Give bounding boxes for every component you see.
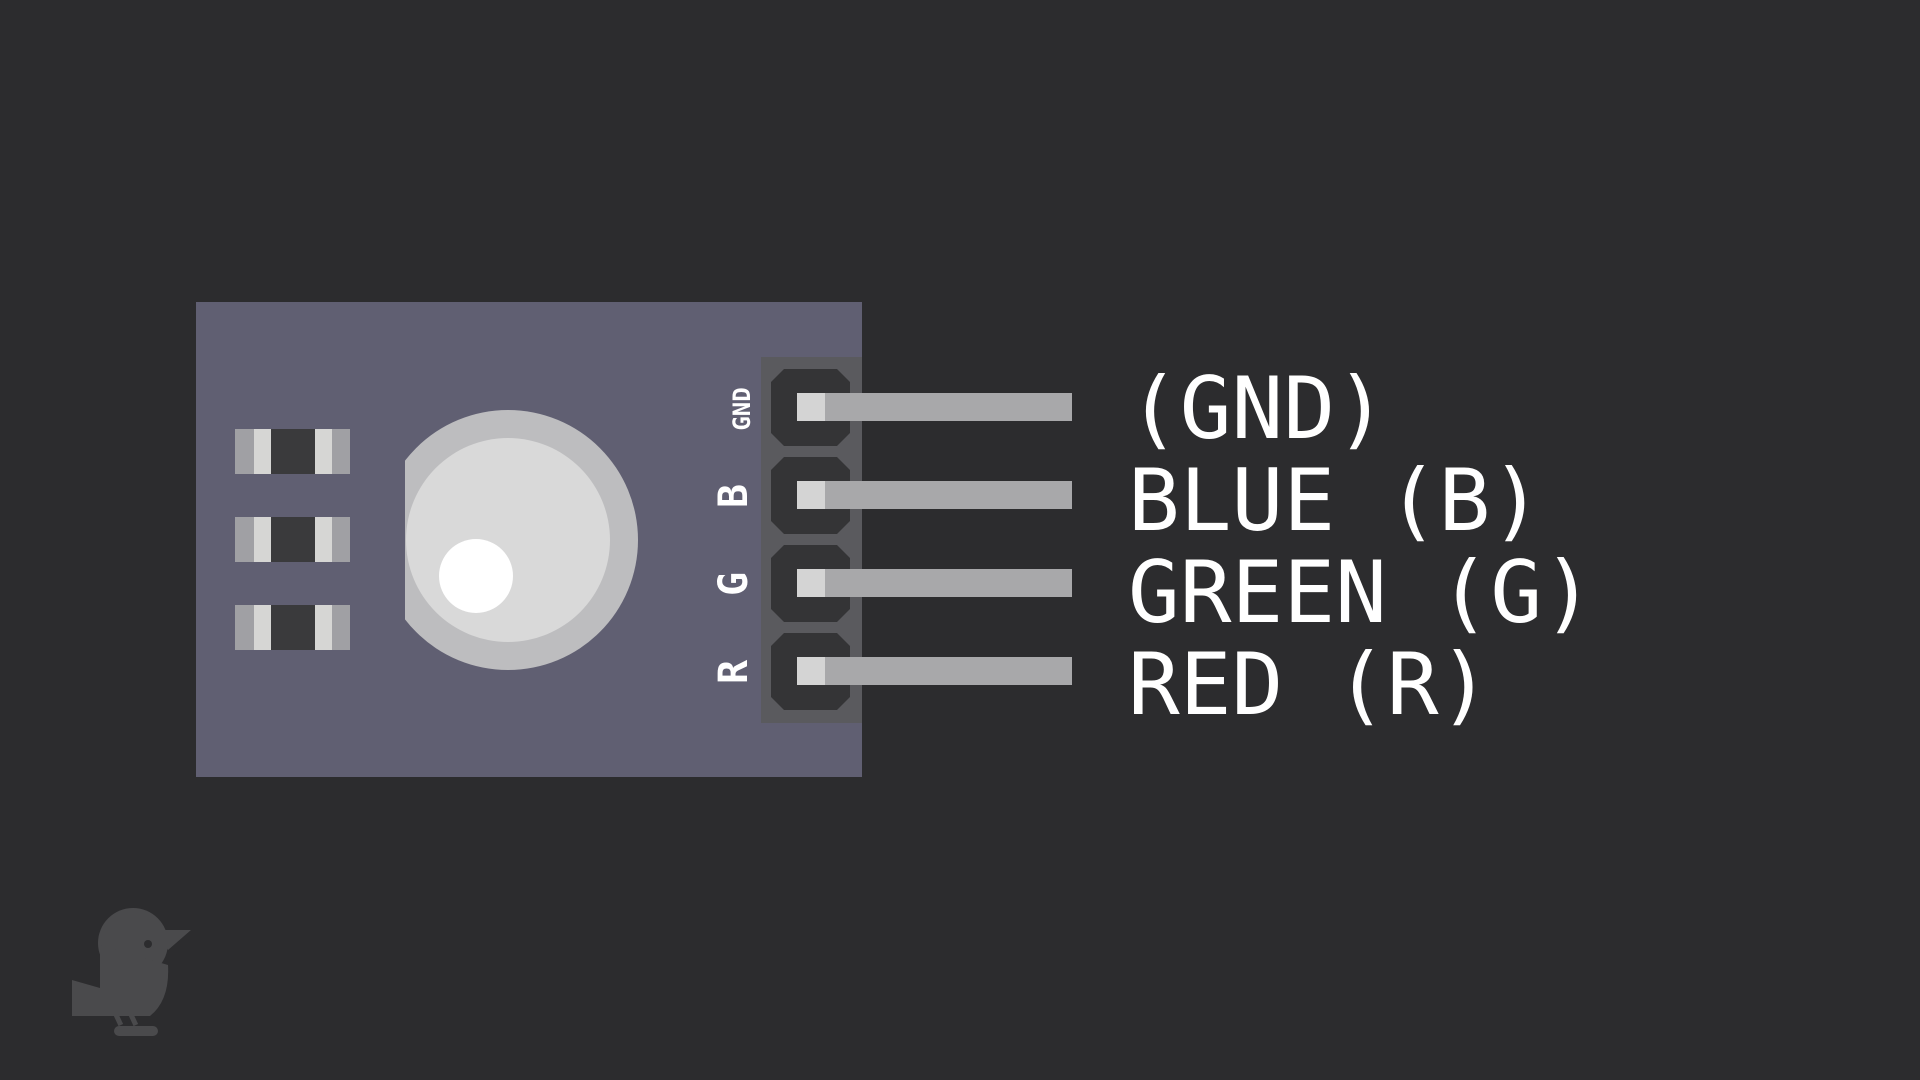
pin-label-green: GREEN (G) bbox=[1128, 543, 1594, 643]
resistor-1 bbox=[235, 429, 350, 474]
silkscreen-b: B bbox=[711, 484, 757, 508]
resistor-2 bbox=[235, 517, 350, 562]
silkscreen-r: R bbox=[711, 659, 757, 684]
pin-red bbox=[797, 657, 1072, 685]
pin-blue bbox=[797, 481, 1072, 509]
resistor-3 bbox=[235, 605, 350, 650]
pin-label-red: RED (R) bbox=[1128, 635, 1490, 735]
rgb-led bbox=[405, 410, 638, 670]
pin-green bbox=[797, 569, 1072, 597]
silkscreen-gnd: GND bbox=[728, 387, 756, 430]
pin-gnd bbox=[797, 393, 1072, 421]
silkscreen-g: G bbox=[711, 572, 757, 596]
pin-label-gnd: (GND) bbox=[1128, 359, 1387, 459]
bird-logo-icon bbox=[72, 908, 191, 1036]
pin-label-blue: BLUE (B) bbox=[1128, 451, 1542, 551]
led-highlight bbox=[439, 539, 513, 613]
